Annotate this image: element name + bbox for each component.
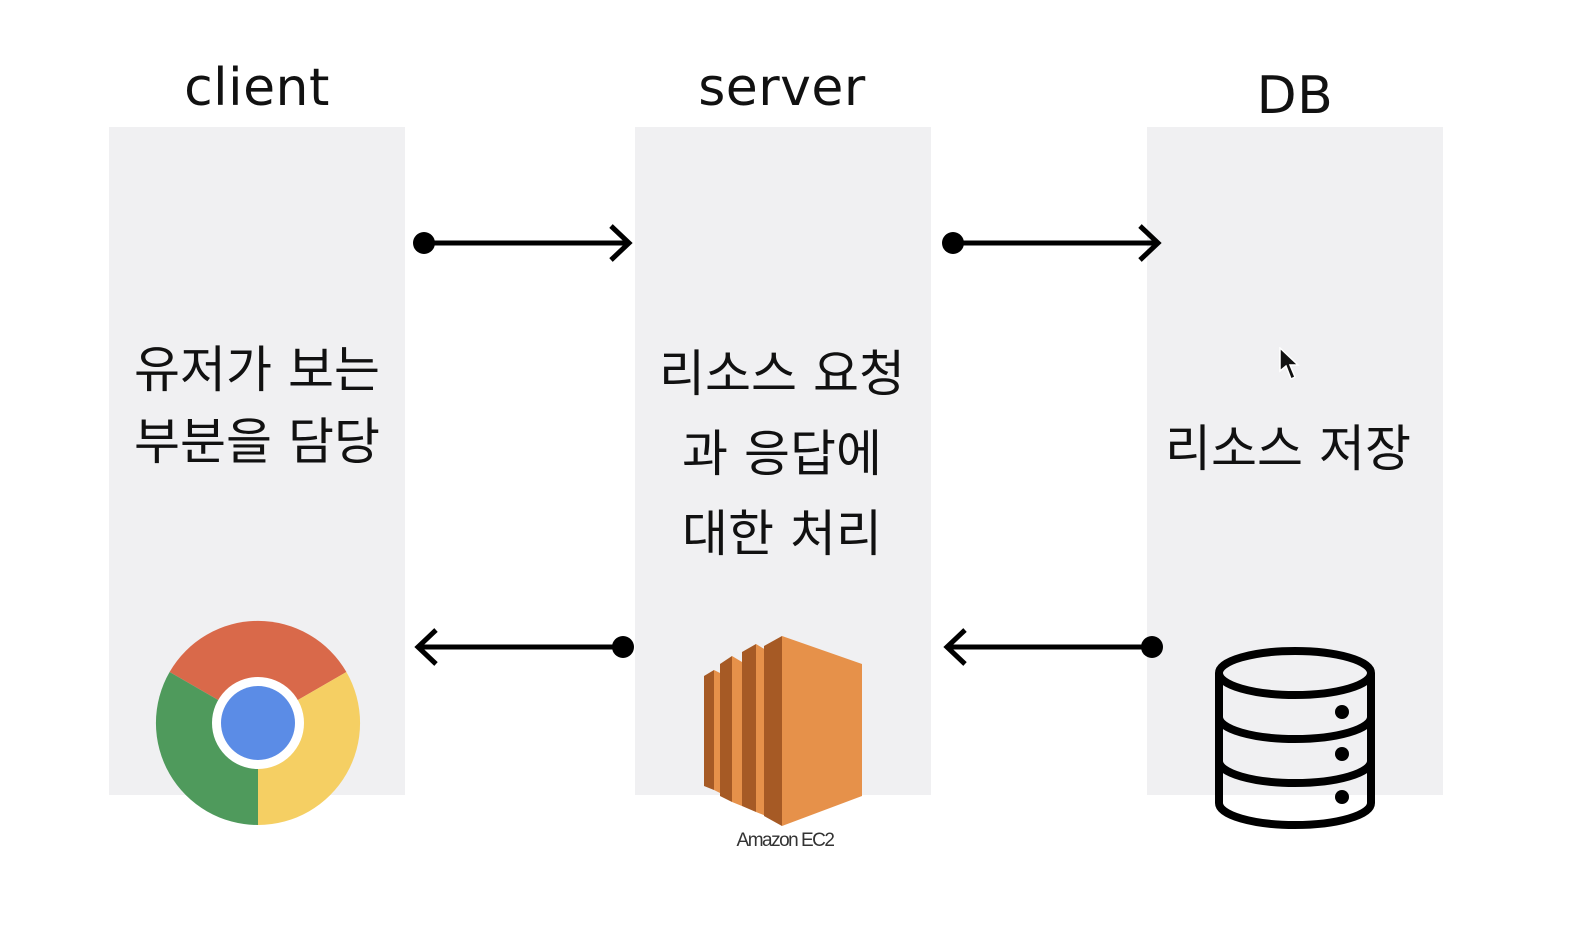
db-indicator-dot bbox=[1335, 790, 1349, 804]
database-icon bbox=[1215, 647, 1375, 829]
db-description-line: 리소스 저장 bbox=[1165, 420, 1411, 478]
ec2-bar bbox=[720, 656, 732, 802]
client-description-line: 유저가 보는 bbox=[134, 341, 380, 399]
arrow-head bbox=[943, 628, 967, 666]
db-divider bbox=[1215, 760, 1375, 787]
db-indicator-dot bbox=[1335, 747, 1349, 761]
db-title: DB bbox=[1256, 66, 1334, 126]
db-panel bbox=[1147, 127, 1443, 795]
client-title: client bbox=[184, 58, 330, 118]
server-description-line: 리소스 요청 bbox=[659, 345, 905, 403]
ec2-bar bbox=[704, 670, 714, 790]
server-title: server bbox=[698, 58, 866, 118]
db-indicator-dot bbox=[1335, 705, 1349, 719]
client-description-line: 부분을 담당 bbox=[134, 413, 380, 471]
ec2-bar bbox=[756, 644, 766, 816]
arrow-head bbox=[609, 224, 633, 262]
arrow-server-to-db bbox=[942, 224, 1162, 262]
client-description: 유저가 보는 부분을 담당 bbox=[87, 334, 427, 478]
arrow-head bbox=[414, 628, 438, 666]
chrome-logo-icon bbox=[155, 620, 361, 826]
server-description-line: 과 응답에 bbox=[682, 425, 882, 483]
db-body-outline bbox=[1215, 673, 1375, 829]
amazon-ec2-label: Amazon EC2 bbox=[736, 830, 835, 851]
db-top-ellipse bbox=[1215, 647, 1375, 699]
arrow-db-to-server bbox=[943, 628, 1163, 666]
server-description-line: 대한 처리 bbox=[682, 505, 882, 563]
chrome-red-segment bbox=[169, 620, 347, 723]
arrow-client-to-server bbox=[413, 224, 633, 262]
arrow-head bbox=[1138, 224, 1162, 262]
ec2-bar bbox=[742, 644, 756, 812]
mouse-cursor-icon bbox=[1279, 347, 1300, 381]
ec2-main-block-side bbox=[764, 636, 782, 826]
db-description: 리소스 저장 bbox=[1118, 413, 1458, 485]
arrow-server-to-client bbox=[414, 628, 634, 666]
chrome-blue-center bbox=[221, 686, 295, 760]
server-description: 리소스 요청 과 응답에 대한 처리 bbox=[612, 334, 952, 574]
ec2-main-block-front bbox=[782, 636, 862, 826]
amazon-ec2-icon bbox=[704, 636, 862, 826]
db-divider bbox=[1215, 716, 1375, 743]
ec2-bar bbox=[732, 656, 742, 806]
